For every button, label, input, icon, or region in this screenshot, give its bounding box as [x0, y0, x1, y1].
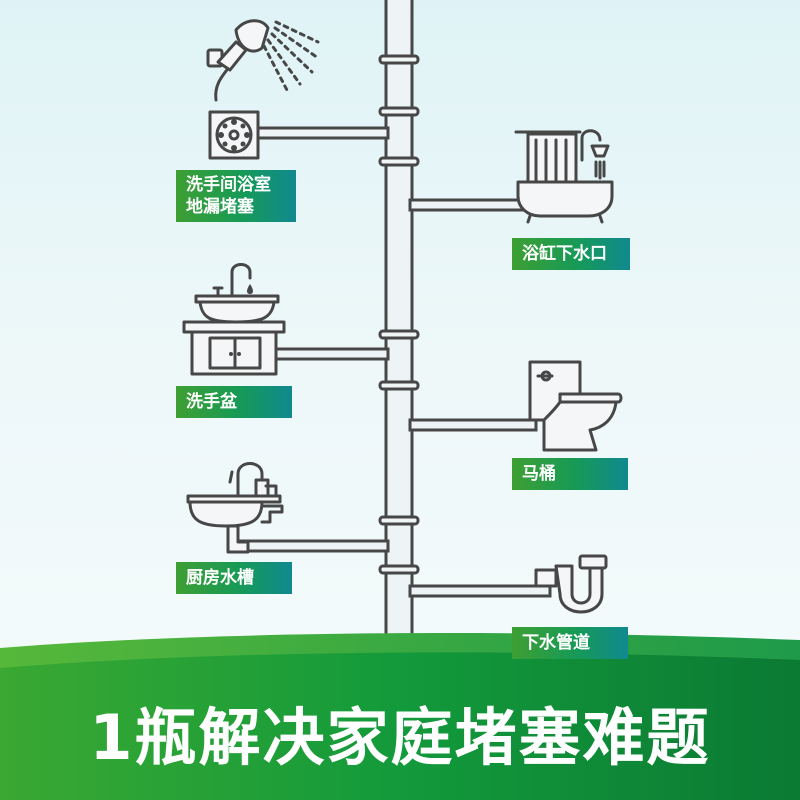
kitchen-sink-icon [186, 462, 284, 554]
pipe-ring [378, 54, 420, 65]
label-drain-pipe: 下水管道 [512, 627, 628, 659]
label-kitchen-sink: 厨房水槽 [176, 562, 292, 594]
pipe-ring [378, 515, 420, 526]
pipe-ring [378, 380, 420, 391]
branch-pipe-washbasin [274, 347, 390, 361]
label-floor-drain-line2: 地漏堵塞 [186, 197, 254, 217]
branch-pipe-toilet [408, 418, 538, 432]
washbasin-icon [182, 263, 286, 376]
branch-pipe-floor-drain [256, 126, 390, 140]
headline: 1瓶解决家庭堵塞难题 [89, 701, 711, 774]
label-toilet: 马桶 [512, 458, 628, 490]
label-washbasin: 洗手盆 [176, 386, 292, 418]
branch-pipe-kitchen-sink [238, 539, 390, 553]
toilet-icon [528, 360, 623, 452]
pipe-ring [378, 329, 420, 340]
branch-pipe-bathtub [408, 198, 524, 212]
p-trap-icon [534, 554, 608, 614]
shower-head-icon [206, 19, 320, 102]
label-floor-drain-line1: 洗手间浴室 [186, 175, 271, 195]
pipe-ring [378, 564, 420, 575]
bathtub-icon [514, 129, 614, 224]
floor-drain-icon [208, 110, 260, 160]
label-bathtub: 浴缸下水口 [512, 238, 630, 270]
pipe-ring [378, 156, 420, 167]
pipe-ring [378, 106, 420, 117]
branch-pipes [238, 126, 552, 598]
main-vertical-pipe [384, 0, 414, 642]
branch-pipe-p-trap [408, 584, 552, 598]
label-floor-drain: 洗手间浴室 地漏堵塞 [176, 170, 296, 222]
pipe-rings [378, 54, 420, 575]
banner-background [0, 652, 800, 800]
